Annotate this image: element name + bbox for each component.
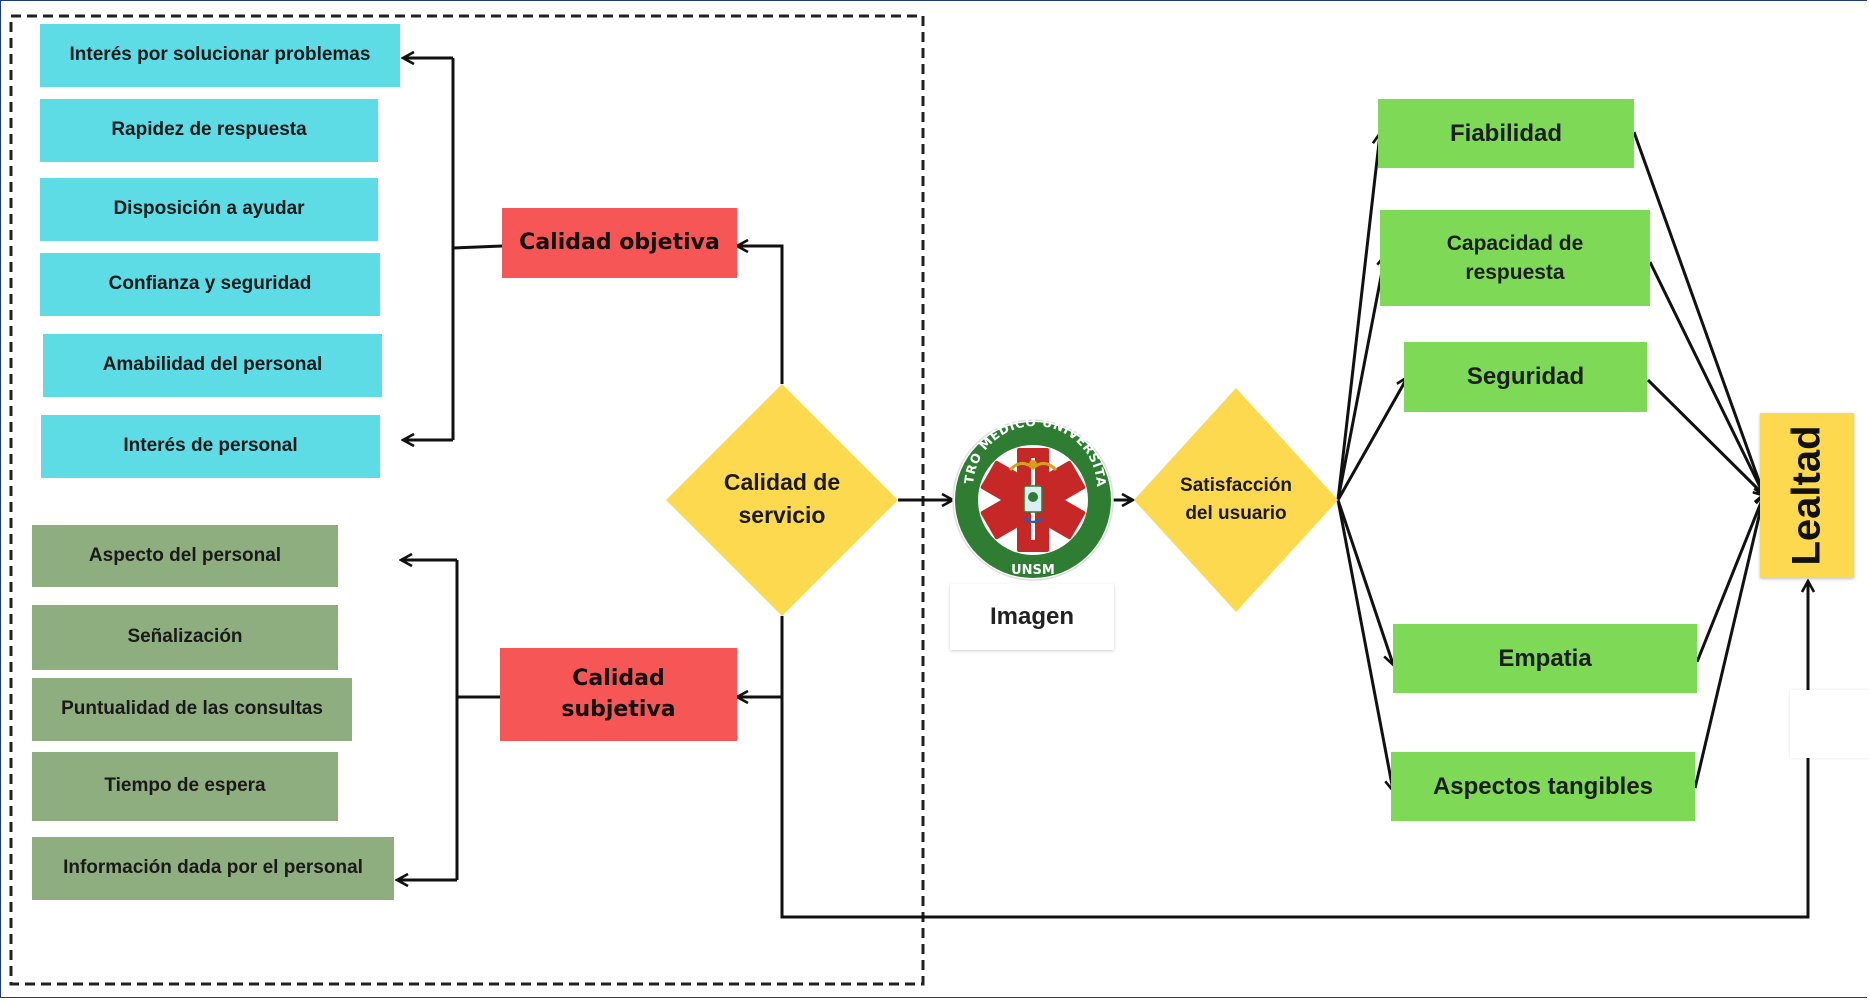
dim-aspectos-tangibles: Aspectos tangibles xyxy=(1391,752,1695,821)
calidad-servicio-label: Calidad de servicio xyxy=(723,469,841,529)
arrows-dimensions xyxy=(1336,134,1407,790)
item-rapidez-respuesta: Rapidez de respuesta xyxy=(40,99,378,162)
dim-seguridad: Seguridad xyxy=(1404,342,1647,412)
lealtad-label: Lealtad xyxy=(1784,425,1829,566)
caduceus-icon xyxy=(1008,458,1058,540)
diamond-calidad-servicio xyxy=(666,384,898,616)
lealtad-node: Lealtad xyxy=(1760,413,1854,578)
dim-empatia: Empatia xyxy=(1393,624,1697,693)
diamond-satisfaccion xyxy=(1134,388,1338,612)
item-disposicion-ayudar: Disposición a ayudar xyxy=(40,178,378,241)
dim-fiabilidad: Fiabilidad xyxy=(1378,99,1634,168)
item-tiempo-espera: Tiempo de espera xyxy=(32,752,338,821)
calidad-objetiva-node: Calidad objetiva xyxy=(502,208,737,278)
item-informacion-personal: Información dada por el personal xyxy=(32,837,394,900)
logo-badge: UNSM xyxy=(1011,563,1055,578)
item-confianza-seguridad: Confianza y seguridad xyxy=(40,253,380,316)
item-aspecto-personal: Aspecto del personal xyxy=(32,525,338,587)
item-amabilidad-personal: Amabilidad del personal xyxy=(43,334,382,397)
calidad-subjetiva-node: Calidad subjetiva xyxy=(500,648,737,741)
item-interes-personal: Interés de personal xyxy=(41,415,380,478)
arrows-lealtad xyxy=(1632,131,1764,789)
item-interes-solucionar: Interés por solucionar problemas xyxy=(40,24,400,87)
imagen-label: Imagen xyxy=(950,584,1114,650)
satisfaccion-label: Satisfacción del usuario xyxy=(1180,475,1292,524)
ghost-card xyxy=(1790,690,1869,758)
item-senalizacion: Señalización xyxy=(32,605,338,670)
item-puntualidad-consultas: Puntualidad de las consultas xyxy=(32,678,352,741)
bracket-subjective xyxy=(398,560,502,880)
bracket-objective xyxy=(404,58,503,440)
dim-capacidad-respuesta: Capacidad de respuesta xyxy=(1380,210,1650,306)
